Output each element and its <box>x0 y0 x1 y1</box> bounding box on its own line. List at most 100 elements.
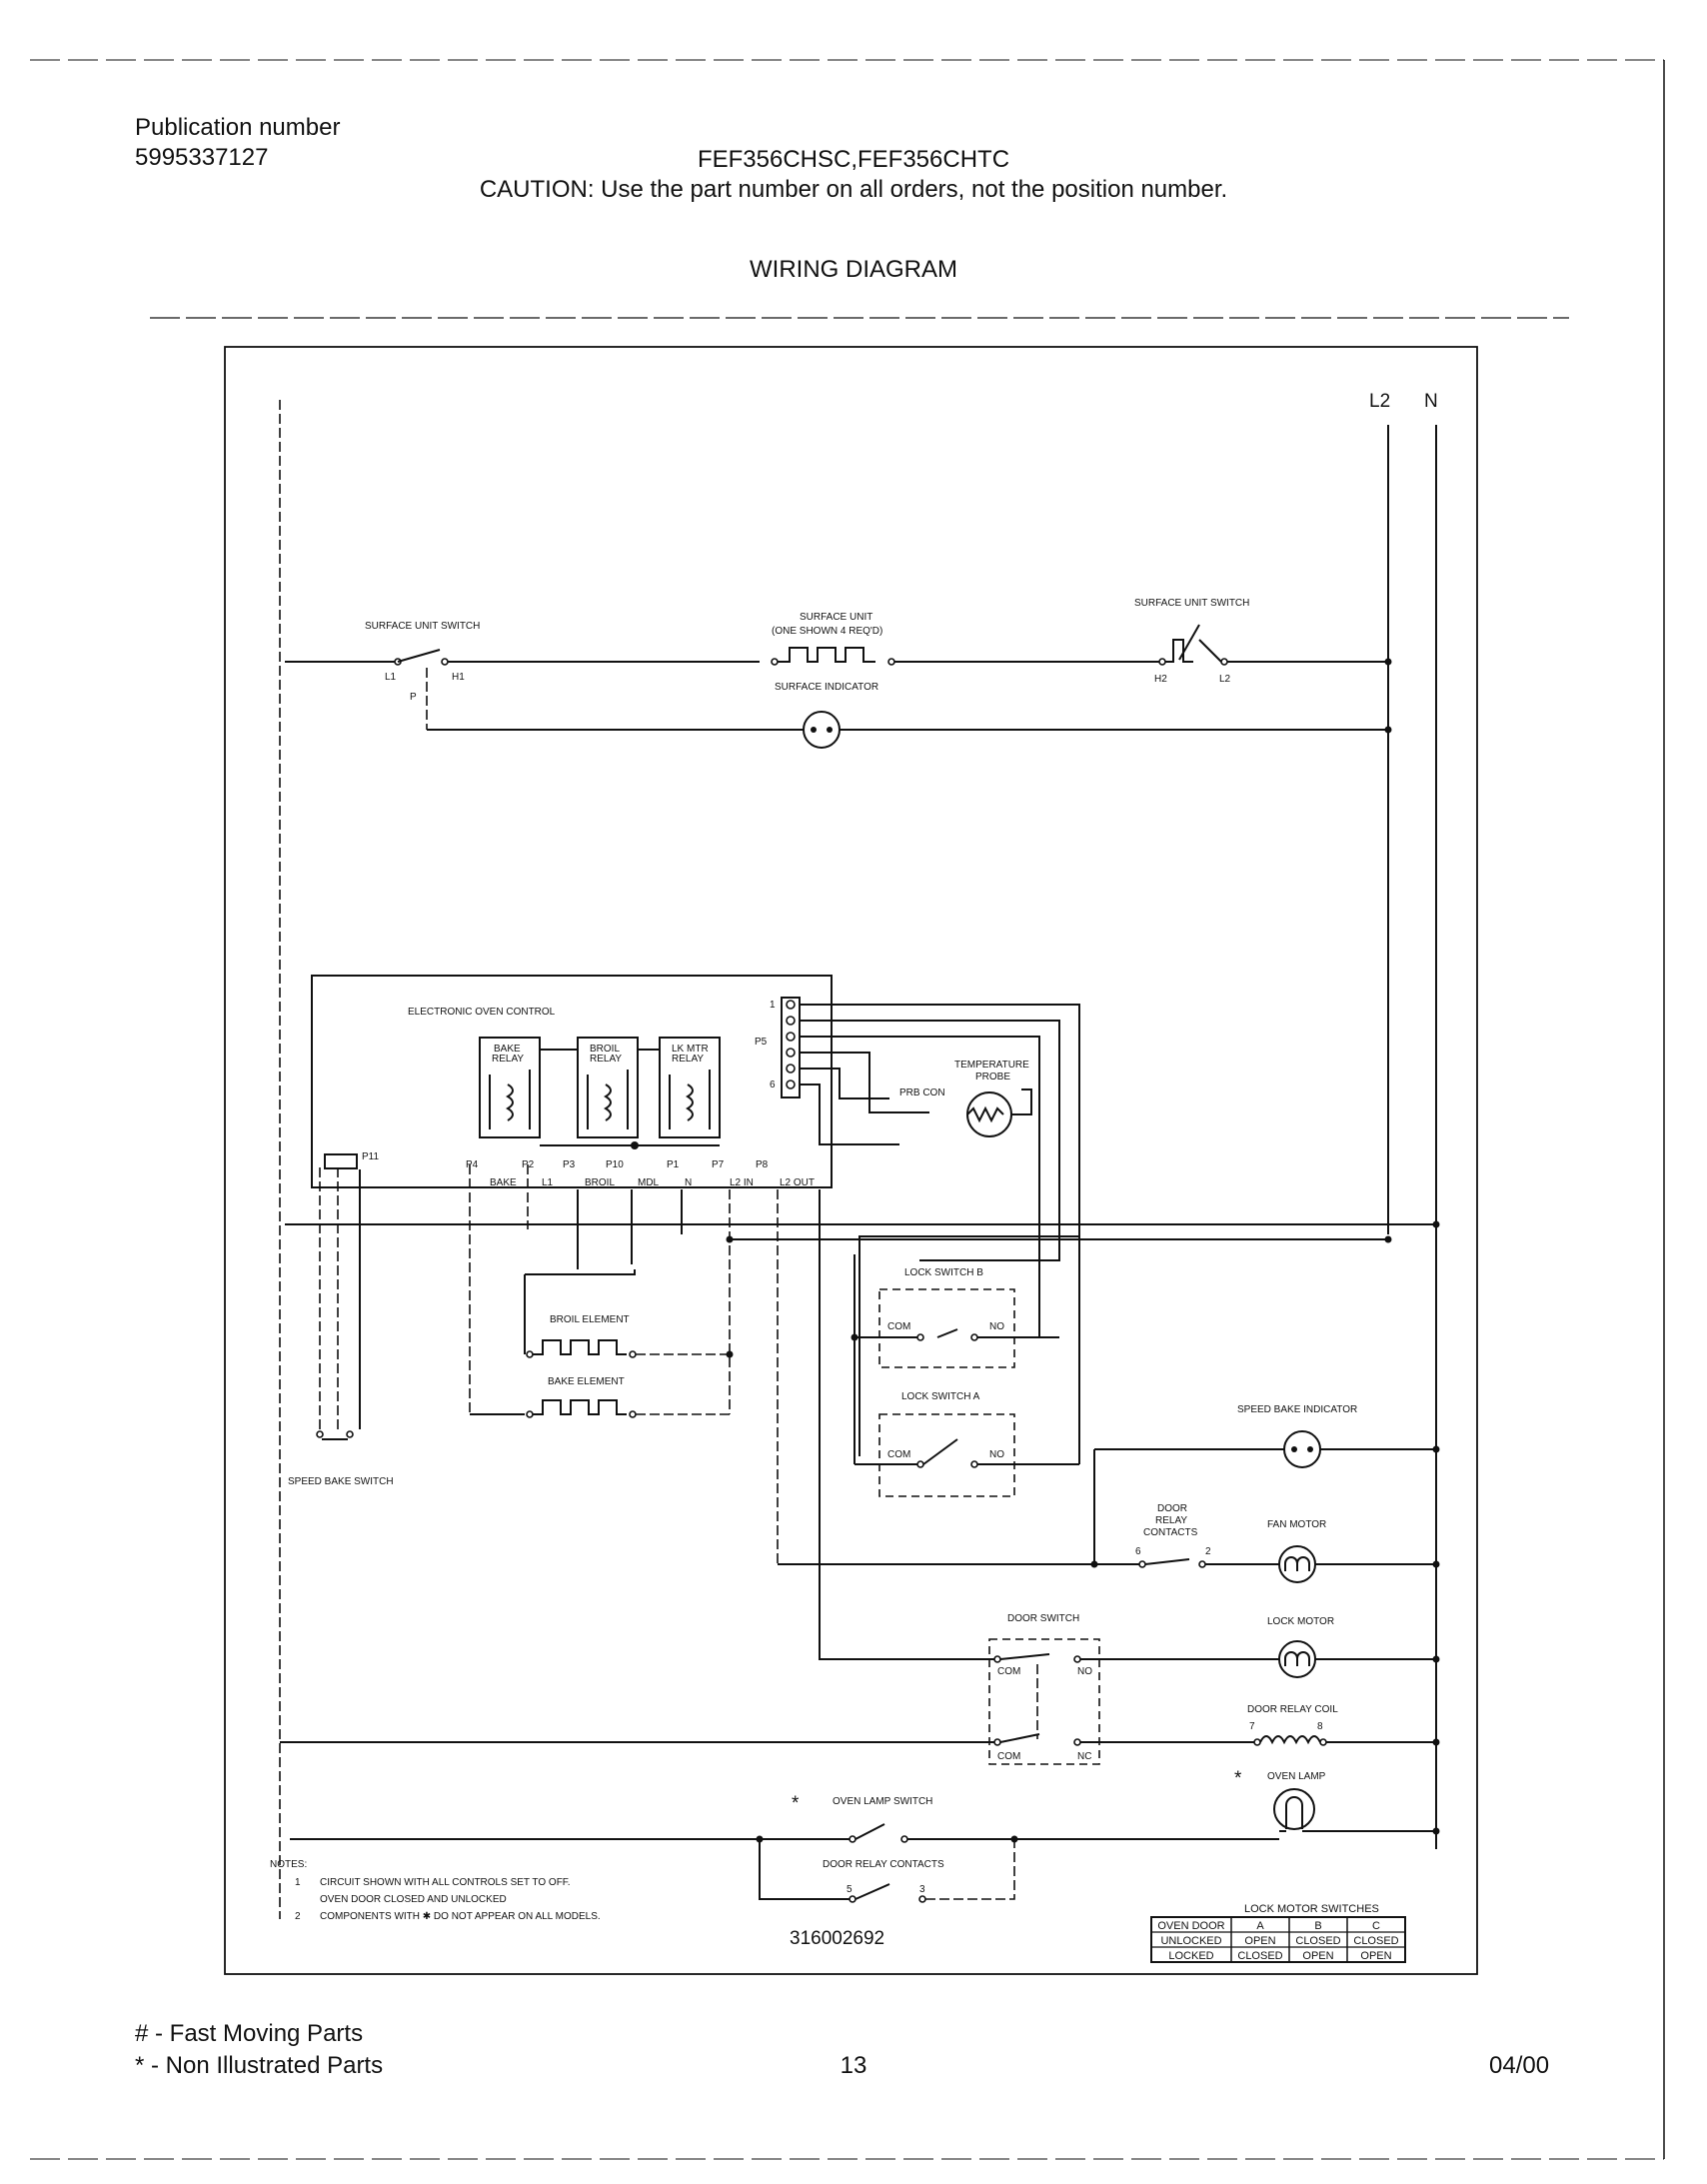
door-relay-coil-8: 8 <box>1317 1721 1323 1732</box>
lms-cell: CLOSED <box>1237 1950 1282 1962</box>
door-relay-contacts-2: RELAY <box>1155 1515 1187 1526</box>
oven-lamp-asterisk: * <box>1234 1768 1242 1789</box>
l2in-pin-label: L2 IN <box>730 1177 754 1188</box>
p10-label: P10 <box>606 1159 624 1170</box>
door-relay-contacts-bottom-3: 3 <box>919 1884 925 1895</box>
notes-title: NOTES: <box>270 1859 307 1870</box>
note1-a: CIRCUIT SHOWN WITH ALL CONTROLS SET TO O… <box>320 1877 571 1888</box>
door-relay-contacts-2n: 2 <box>1205 1546 1211 1557</box>
lms-cell: CLOSED <box>1295 1935 1340 1947</box>
lms-header-cell: B <box>1314 1920 1321 1932</box>
lms-cell: OPEN <box>1302 1950 1333 1962</box>
surface-switch-p: P <box>410 692 417 703</box>
lock-switch-a-com: COM <box>887 1449 910 1460</box>
surface-unit-line1: SURFACE UNIT <box>800 612 872 623</box>
publication-label: Publication number <box>135 114 341 141</box>
lms-cell: LOCKED <box>1168 1950 1213 1962</box>
broil-element-label: BROIL ELEMENT <box>550 1314 630 1325</box>
p5-pin6: 6 <box>770 1080 776 1091</box>
eoc-title: ELECTRONIC OVEN CONTROL <box>408 1007 556 1018</box>
lms-header-cell: A <box>1256 1920 1264 1932</box>
mdl-pin-label: MDL <box>638 1177 660 1188</box>
surface-switch-h2: H2 <box>1154 674 1167 685</box>
p5-label: P5 <box>755 1037 768 1048</box>
oven-lamp-label: OVEN LAMP <box>1267 1771 1326 1782</box>
door-relay-contacts-6: 6 <box>1135 1546 1141 1557</box>
surface-unit-line2: (ONE SHOWN 4 REQ'D) <box>772 626 882 637</box>
door-relay-coil-7: 7 <box>1249 1721 1255 1732</box>
probe-con-label: PRB CON <box>899 1088 945 1098</box>
fast-moving-legend: # - Fast Moving Parts <box>135 2020 364 2047</box>
lk-mtr-relay-2: RELAY <box>672 1054 704 1065</box>
lms-cell: UNLOCKED <box>1160 1935 1221 1947</box>
model-numbers: FEF356CHSC,FEF356CHTC <box>697 146 1010 173</box>
p7-label: P7 <box>712 1159 725 1170</box>
page-number: 13 <box>840 2052 867 2079</box>
lock-motor-label: LOCK MOTOR <box>1267 1616 1334 1627</box>
surface-switch-l2: L2 <box>1219 674 1231 685</box>
drawing-number: 316002692 <box>790 1928 884 1949</box>
p8-label: P8 <box>756 1159 769 1170</box>
lock-motor-switches-table: OVEN DOOR A B C UNLOCKED OPEN CLOSED CLOSED LOCK… <box>1150 1916 1406 1963</box>
bake-pin-label: BAKE <box>490 1177 517 1188</box>
page-title: WIRING DIAGRAM <box>750 256 957 283</box>
broil-relay-2: RELAY <box>590 1054 622 1065</box>
lk-mtr-relay-1: LK MTR <box>672 1044 709 1055</box>
oven-lamp-switch-asterisk: * <box>792 1793 800 1814</box>
bake-relay-2: RELAY <box>492 1054 524 1065</box>
lms-header-cell: OVEN DOOR <box>1157 1920 1224 1932</box>
publication-number: 5995337127 <box>135 144 269 171</box>
broil-pin-label: BROIL <box>585 1177 615 1188</box>
lock-switch-b-no: NO <box>989 1321 1004 1332</box>
door-switch-no: NO <box>1077 1666 1092 1677</box>
broil-relay-1: BROIL <box>590 1044 620 1055</box>
door-relay-contacts-bottom-5: 5 <box>847 1884 853 1895</box>
surface-switch-right-label: SURFACE UNIT SWITCH <box>1134 598 1249 609</box>
lock-motor-switches-title: LOCK MOTOR SWITCHES <box>1244 1903 1379 1915</box>
n-label: N <box>1424 391 1438 412</box>
probe-label-2: PROBE <box>975 1072 1010 1083</box>
l1-pin-label: L1 <box>542 1177 554 1188</box>
speed-bake-switch-label: SPEED BAKE SWITCH <box>288 1476 394 1487</box>
door-relay-coil-label: DOOR RELAY COIL <box>1247 1704 1338 1715</box>
lms-header-cell: C <box>1372 1920 1380 1932</box>
p1-label: P1 <box>667 1159 680 1170</box>
surface-switch-l1: L1 <box>385 672 397 683</box>
note1-number: 1 <box>295 1877 301 1888</box>
note1-b: OVEN DOOR CLOSED AND UNLOCKED <box>320 1894 507 1905</box>
speed-bake-indicator-label: SPEED BAKE INDICATOR <box>1237 1404 1357 1415</box>
caution-text: CAUTION: Use the part number on all orde… <box>479 176 1228 203</box>
p3-label: P3 <box>563 1159 576 1170</box>
p4-label: P4 <box>466 1159 479 1170</box>
lms-cell: CLOSED <box>1353 1935 1398 1947</box>
lms-cell: OPEN <box>1244 1935 1275 1947</box>
surface-indicator-label: SURFACE INDICATOR <box>775 682 878 693</box>
door-relay-contacts-3: CONTACTS <box>1143 1527 1198 1538</box>
lock-switch-b-label: LOCK SWITCH B <box>904 1267 983 1278</box>
lms-cell: OPEN <box>1360 1950 1391 1962</box>
l2out-pin-label: L2 OUT <box>780 1177 815 1188</box>
note2: COMPONENTS WITH ✱ DO NOT APPEAR ON ALL M… <box>320 1911 601 1922</box>
fan-motor-label: FAN MOTOR <box>1267 1519 1326 1530</box>
surface-switch-h1: H1 <box>452 672 465 683</box>
lock-switch-a-no: NO <box>989 1449 1004 1460</box>
non-illustrated-legend: * - Non Illustrated Parts <box>135 2052 384 2079</box>
door-switch-com-top: COM <box>997 1666 1020 1677</box>
probe-label-1: TEMPERATURE <box>954 1060 1029 1071</box>
door-switch-com-bottom: COM <box>997 1751 1020 1762</box>
p11-label: P11 <box>362 1151 379 1162</box>
door-relay-contacts-bottom-label: DOOR RELAY CONTACTS <box>823 1859 944 1870</box>
door-switch-label: DOOR SWITCH <box>1007 1613 1079 1624</box>
surface-switch-left-label: SURFACE UNIT SWITCH <box>365 621 480 632</box>
p5-pin1: 1 <box>770 1000 776 1011</box>
oven-lamp-switch-label: OVEN LAMP SWITCH <box>833 1796 932 1807</box>
bake-element-label: BAKE ELEMENT <box>548 1376 625 1387</box>
l2-label: L2 <box>1369 391 1390 412</box>
lock-switch-a-label: LOCK SWITCH A <box>901 1391 980 1402</box>
lms-table-border <box>1150 1916 1406 1963</box>
door-relay-contacts-1: DOOR <box>1157 1503 1187 1514</box>
door-switch-nc: NC <box>1077 1751 1091 1762</box>
revision-date: 04/00 <box>1489 2052 1550 2079</box>
lock-switch-b-com: COM <box>887 1321 910 1332</box>
